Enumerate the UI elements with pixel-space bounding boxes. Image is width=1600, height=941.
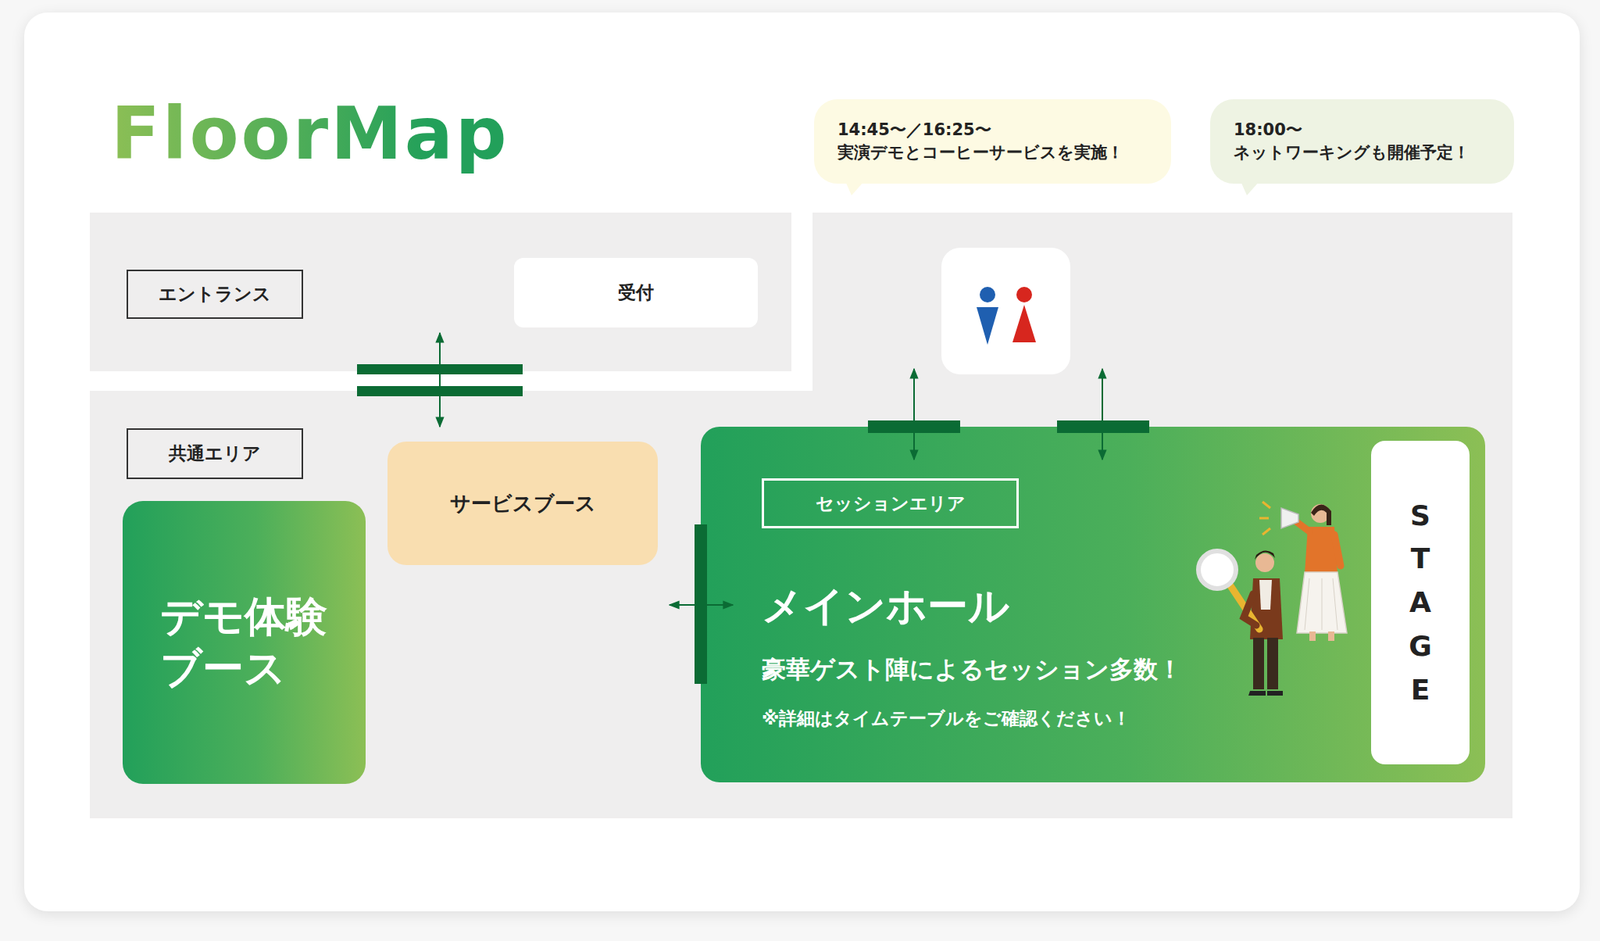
hall-box: メインホール豪華ゲスト陣によるセッション多数！ ※詳細はタイムテーブルをご確認くだ…	[700, 426, 1486, 783]
node-text: デモ体験 ブース	[160, 590, 339, 695]
node-text: ※詳細はタイムテーブルをご確認ください！	[761, 707, 1131, 730]
node-text: ネットワーキングも開催予定！	[1233, 141, 1493, 165]
node-text: 14:45〜／16:25〜	[837, 118, 1150, 142]
outline-box: エントランス	[126, 269, 304, 319]
node-text: 18:00〜	[1233, 118, 1493, 142]
node-text: メインホール	[761, 581, 1010, 630]
demo-box: デモ体験 ブース	[122, 500, 366, 784]
stage-box: STAGE	[1371, 440, 1470, 765]
fill-box: 受付	[514, 257, 758, 328]
outline-box: 共通エリア	[126, 428, 304, 479]
node-text: 受付	[617, 280, 654, 305]
node-text: 共通エリア	[168, 441, 261, 466]
node-text: セッションエリア	[815, 491, 966, 516]
node-text: サービスブース	[450, 489, 597, 518]
callout-box: 14:45〜／16:25〜実演デモとコーヒーサービスを実施！	[814, 99, 1172, 184]
map-title: FloorMap	[110, 92, 510, 176]
node-text: 豪華ゲスト陣によるセッション多数！	[761, 654, 1183, 684]
node-text: エントランス	[158, 282, 272, 307]
outline-box: セッションエリア	[761, 478, 1019, 529]
node-text: STAGE	[1406, 493, 1435, 712]
fill-box: サービスブース	[387, 441, 658, 565]
callout-box: 18:00〜ネットワーキングも開催予定！	[1210, 99, 1515, 184]
node-text: 実演デモとコーヒーサービスを実施！	[837, 141, 1150, 165]
